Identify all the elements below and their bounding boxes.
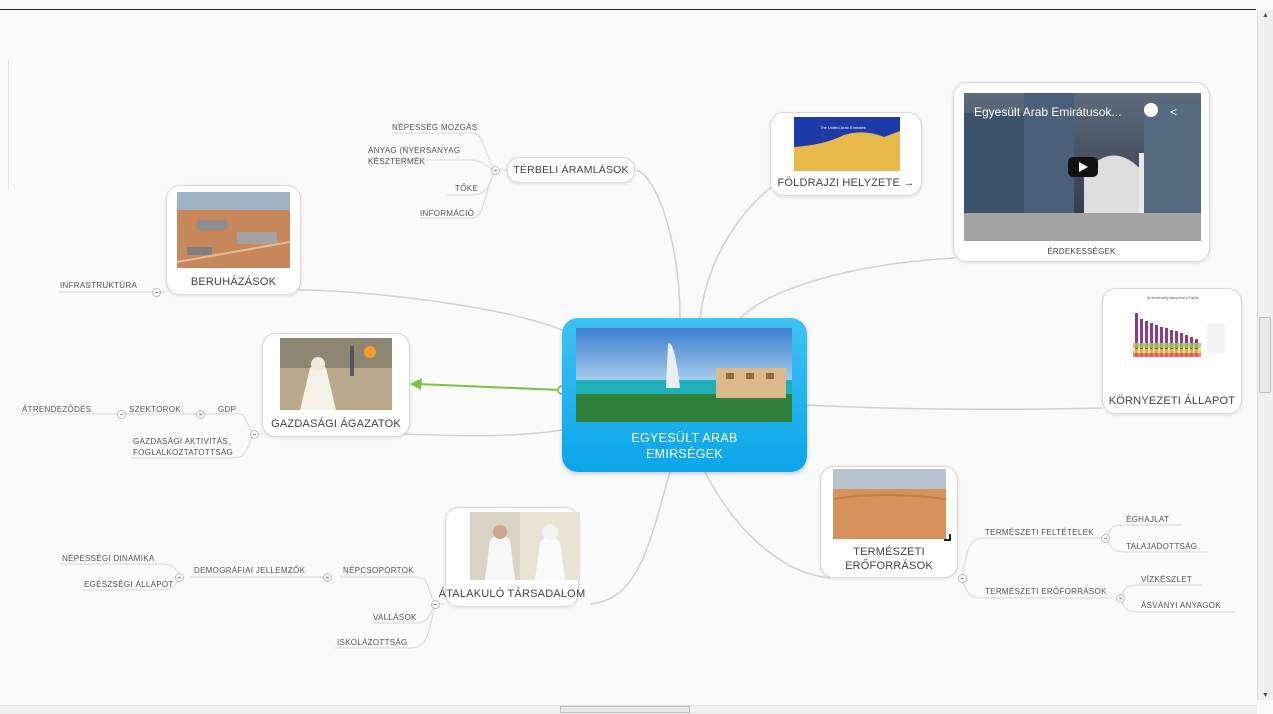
collapse-icon[interactable] xyxy=(250,430,259,439)
collapse-icon[interactable] xyxy=(1101,534,1110,543)
central-title: EGYESÜLT ARAB EMIRSÉGEK xyxy=(562,430,807,462)
leaf-eghajlat[interactable]: ÉGHAJLAT xyxy=(1126,515,1170,524)
leaf-informacio[interactable]: INFORMÁCIÓ xyxy=(420,209,475,218)
beruhazasok-photo xyxy=(177,192,290,268)
leaf-termeszeti-feltetelek[interactable]: TERMÉSZETI FELTÉTELEK xyxy=(985,528,1094,537)
collapse-icon[interactable] xyxy=(1116,594,1125,603)
node-foldrajzi-caption: FÖLDRAJZI HELYZETE → xyxy=(771,177,921,189)
horizontal-scroll-thumb[interactable] xyxy=(560,706,690,713)
node-atalakulo-tarsadalom[interactable]: ÁTALAKULÓ TÁRSADALOM xyxy=(439,507,585,607)
node-gazdasagi-label: GAZDASÁGI ÁGAZATOK xyxy=(271,418,401,430)
left-guide xyxy=(8,60,9,190)
leaf-demografiai-jellemzok[interactable]: DEMOGRÁFIAI JELLEMZŐK xyxy=(194,566,306,575)
leaf-gdp[interactable]: GDP xyxy=(218,405,237,414)
collapse-icon[interactable] xyxy=(152,288,161,297)
leaf-foglalkoztatottsag[interactable]: FOGLALKOZTATOTTSÁG xyxy=(133,448,234,457)
leaf-nepessegi-dinamika[interactable]: NÉPESSÉGI DINAMIKA xyxy=(62,554,155,563)
leaf-termeszeti-eroforrasok[interactable]: TERMÉSZETI ERŐFORRÁSOK xyxy=(985,587,1107,596)
central-title-line1: EGYESÜLT ARAB xyxy=(631,431,738,445)
node-terbeli-aramlasok[interactable]: TÉRBELI ÁRAMLÁSOK xyxy=(507,157,635,183)
video-scene xyxy=(964,93,1201,241)
node-terbeli-label: TÉRBELI ÁRAMLÁSOK xyxy=(513,164,629,176)
central-photo xyxy=(576,328,792,422)
central-title-line2: EMIRSÉGEK xyxy=(645,447,724,461)
node-termeszeti-label-1: TERMÉSZETI xyxy=(853,546,925,558)
collapse-icon[interactable] xyxy=(117,410,126,419)
collapse-icon[interactable] xyxy=(491,166,500,175)
leaf-anyag[interactable]: ANYAG (NYERSANYAG xyxy=(368,146,461,155)
chart-image-title: Az emberiség lábnyoma a Földön xyxy=(1147,296,1199,300)
leaf-asvanyi-anyagok[interactable]: ÁSVÁNYI ANYAGOK xyxy=(1141,601,1221,610)
atalakulo-photo xyxy=(470,512,580,580)
node-termeszeti-eroforrasok[interactable]: TERMÉSZETI ERŐFORRÁSOK xyxy=(820,466,958,578)
footprint-chart-image: Az emberiség lábnyoma a Földön xyxy=(1117,293,1230,387)
leaf-nepcsoportok[interactable]: NÉPCSOPORTOK xyxy=(343,566,414,575)
node-kornyezeti-allapot[interactable]: Az emberiség lábnyoma a Földön KÖRNYEZET… xyxy=(1102,288,1242,414)
leaf-toke[interactable]: TŐKE xyxy=(455,184,478,193)
leaf-egeszsegi-allapot[interactable]: EGÉSZSÉGI ÁLLAPOT xyxy=(84,580,174,589)
map-image: The United Arab Emirates xyxy=(794,117,900,171)
collapse-icon[interactable] xyxy=(958,574,967,583)
leaf-atrendezodes[interactable]: ÁTRENDEZŐDÉS xyxy=(22,405,92,414)
node-termeszeti-caption: TERMÉSZETI ERŐFORRÁSOK xyxy=(821,545,957,573)
desert-photo xyxy=(833,469,946,539)
node-beruhazasok-label: BERUHÁZÁSOK xyxy=(190,276,277,288)
leaf-keszttermek[interactable]: KÉSZTERMÉK xyxy=(368,157,426,166)
node-erdekessegek-label: ÉRDEKESSÉGEK xyxy=(1047,247,1116,256)
map-title: The United Arab Emirates xyxy=(820,125,866,130)
node-beruhazasok[interactable]: BERUHÁZÁSOK xyxy=(166,185,301,295)
vertical-scroll-thumb[interactable] xyxy=(1259,317,1271,393)
resize-handle-icon[interactable] xyxy=(944,534,951,541)
collapse-icon[interactable] xyxy=(175,573,184,582)
node-kornyezeti-label: KÖRNYEZETI ÁLLAPOT xyxy=(1108,395,1236,407)
collapse-icon[interactable] xyxy=(431,600,440,609)
arrow-right-icon[interactable]: → xyxy=(903,177,915,189)
node-foldrajzi-label: FÖLDRAJZI HELYZETE xyxy=(777,177,901,189)
leaf-szektorok[interactable]: SZEKTOROK xyxy=(129,405,181,414)
leaf-vallasok[interactable]: VALLÁSOK xyxy=(373,613,417,622)
node-termeszeti-label-2: ERŐFORRÁSOK xyxy=(845,560,933,572)
node-erdekessegek[interactable]: Egyesült Arab Emirátusok... < ÉRDEKESSÉG… xyxy=(953,82,1210,262)
collapse-icon[interactable] xyxy=(323,573,332,582)
scroll-up-icon[interactable]: ▲ xyxy=(1262,12,1269,19)
video-title: Egyesült Arab Emirátusok... xyxy=(974,105,1122,119)
clock-icon[interactable] xyxy=(1144,103,1158,117)
share-icon[interactable]: < xyxy=(1170,105,1178,119)
video-thumbnail[interactable]: Egyesült Arab Emirátusok... < xyxy=(964,93,1201,241)
leaf-talajadottsag[interactable]: TALAJADOTTSÁG xyxy=(1126,542,1198,551)
top-border xyxy=(0,9,1256,10)
collapse-icon[interactable] xyxy=(196,410,205,419)
gazdasagi-photo xyxy=(280,338,392,410)
leaf-iskolazottsag[interactable]: ISKOLÁZOTTSÁG xyxy=(337,638,408,647)
central-topic[interactable]: EGYESÜLT ARAB EMIRSÉGEK xyxy=(562,318,807,472)
node-foldrajzi-helyzete[interactable]: The United Arab Emirates FÖLDRAJZI HELYZ… xyxy=(770,112,922,196)
leaf-infrastruktura[interactable]: INFRASTRUKTÚRA xyxy=(60,281,138,290)
node-gazdasagi-agazatok[interactable]: GAZDASÁGI ÁGAZATOK xyxy=(262,333,410,437)
leaf-nepesseg-mozgas[interactable]: NÉPESSÉG MOZGÁS xyxy=(392,123,478,132)
node-atalakulo-label: ÁTALAKULÓ TÁRSADALOM xyxy=(438,588,586,600)
scroll-down-icon[interactable]: ▼ xyxy=(1262,692,1269,699)
leaf-vizkeszlet[interactable]: VÍZKÉSZLET xyxy=(1141,575,1193,584)
play-icon[interactable] xyxy=(1068,157,1098,177)
leaf-gazdasagi-aktivitas[interactable]: GAZDASÁGI AKTIVITÁS, xyxy=(133,437,231,446)
